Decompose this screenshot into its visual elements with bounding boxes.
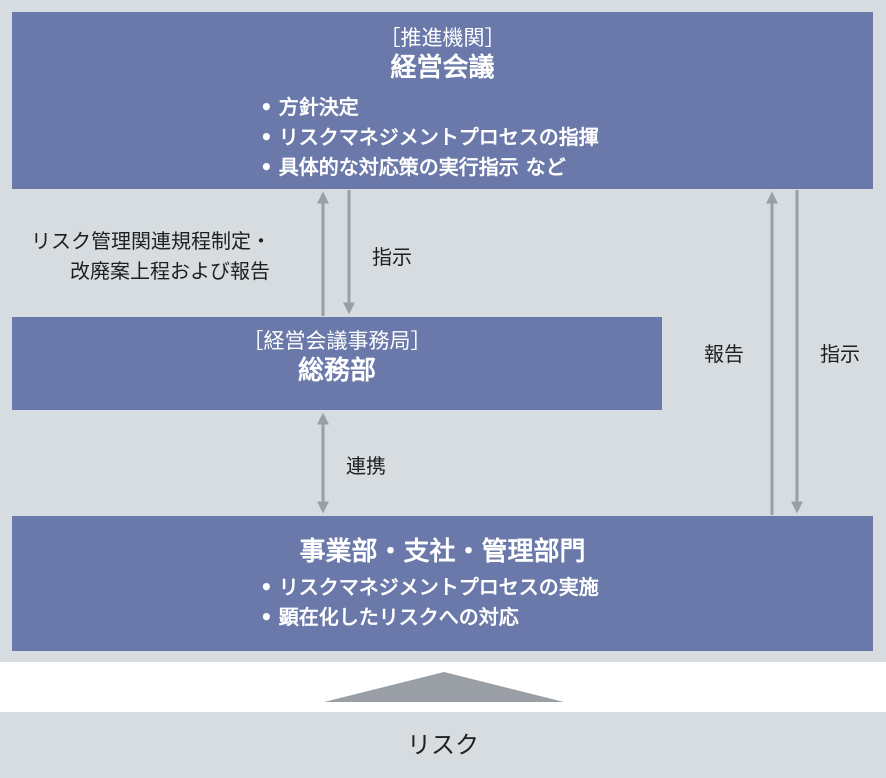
flow-arrows	[317, 190, 803, 702]
risk-bar: リスク	[0, 712, 886, 778]
secretariat-sub-title: ［経営会議事務局］	[242, 329, 432, 353]
executive-sub-title: ［推進機関］	[379, 26, 506, 50]
risk-pointer-triangle	[324, 672, 564, 702]
divisions-box: 事業部・支社・管理部門 リスクマネジメントプロセスの実施 顕在化したリスクへの対…	[12, 516, 873, 651]
executive-title: 経営会議	[390, 53, 495, 83]
report-right-label: 報告	[704, 342, 744, 366]
instruct-right-label: 指示	[820, 342, 860, 366]
secretariat-box: ［経営会議事務局］ 総務部	[12, 317, 662, 410]
risk-label: リスク	[407, 731, 479, 759]
divisions-title: 事業部・支社・管理部門	[299, 537, 586, 567]
report-up-label-line1: リスク管理関連規程制定・	[31, 229, 271, 253]
executive-bullet: 具体的な対応策の実行指示 など	[260, 152, 599, 182]
executive-bullet-list: 方針決定 リスクマネジメントプロセスの指揮 具体的な対応策の実行指示 など	[260, 92, 599, 182]
executive-bullet: 方針決定	[260, 92, 599, 122]
cooperate-label: 連携	[346, 454, 386, 478]
divisions-bullet: リスクマネジメントプロセスの実施	[260, 572, 599, 602]
executive-meeting-box: ［推進機関］ 経営会議 方針決定 リスクマネジメントプロセスの指揮 具体的な対応…	[12, 12, 873, 189]
secretariat-title: 総務部	[297, 356, 376, 386]
divisions-bullet-list: リスクマネジメントプロセスの実施 顕在化したリスクへの対応	[260, 572, 599, 632]
divisions-bullet: 顕在化したリスクへの対応	[260, 602, 599, 632]
executive-bullet: リスクマネジメントプロセスの指揮	[260, 122, 599, 152]
report-up-label-line2: 改廃案上程および報告	[70, 259, 270, 283]
instruct-down-label: 指示	[372, 245, 412, 269]
